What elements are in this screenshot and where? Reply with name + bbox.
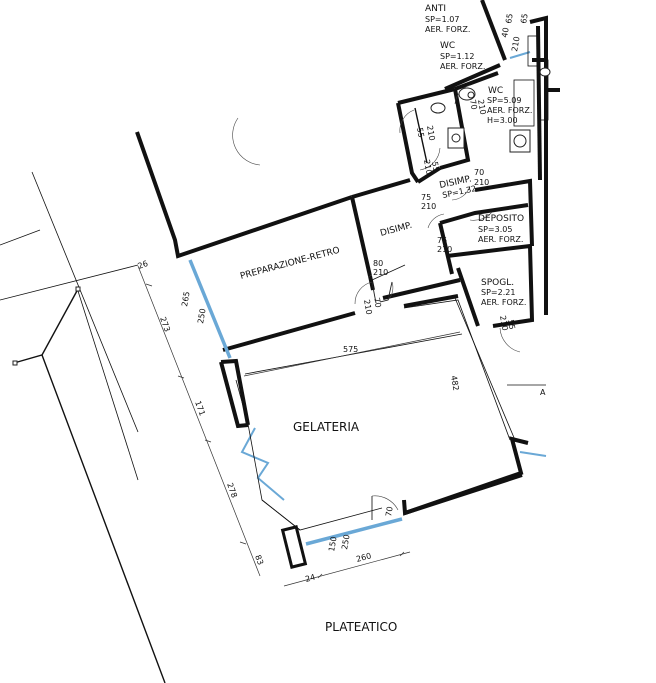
room-name: SPOGL. [481,278,514,288]
dim-label: 210 [510,36,522,53]
dim-label: 210 [422,159,434,176]
room-area: SP=1.07 [425,15,459,24]
dim-label: 210 [373,268,388,277]
dim-label: 278 [225,482,239,499]
room-label-deposito: DEPOSITO SP=3.05 AER. FORZ. [478,214,524,244]
room-height: H=3.00 [487,116,518,125]
dim-label: 250 [340,534,352,551]
dim-label: 260 [355,551,372,564]
dim-label: 171 [193,400,207,417]
dim-label: 24 [304,573,316,584]
dim-label: 80 [373,259,383,268]
room-label-wc-2: WC SP=5.09 AER. FORZ. H=3.00 [487,86,532,125]
section-marker: A [540,388,546,397]
dim-label: 40 [500,27,511,39]
dim-label: 273 [158,316,172,333]
room-label-preparazione: PREPARAZIONE-RETRO [239,246,341,282]
building-walls [135,0,560,569]
dim-label: 265 [180,291,192,308]
room-ventilation: AER. FORZ. [425,25,470,34]
dim-label: 70 [474,168,484,177]
room-label-wc-1: WC SP=1.12 AER. FORZ. [440,41,485,71]
dim-label: 210 [421,202,436,211]
dim-label: 65 [519,13,530,25]
room-label-spogl: SPOGL. SP=2.21 AER. FORZ. [481,278,526,307]
room-ventilation: AER. FORZ. [440,62,485,71]
dim-label: 210 [425,125,437,142]
room-ventilation: AER. FORZ. [487,106,532,115]
room-label-anti: ANTI SP=1.07 AER. FORZ. [425,4,470,34]
dimension-labels: 575 482 265 250 273 171 278 83 26 24 260… [137,13,530,584]
room-label-disimp-2: DISIMP. SP=1.32 [439,174,478,200]
dim-label: 55 [430,161,441,173]
room-name: DEPOSITO [478,214,524,224]
dim-label: 70 [384,506,395,518]
dim-label: 210 [362,299,374,316]
doors [232,84,521,520]
glazing [188,51,547,546]
dim-label: 210 [498,315,510,332]
dim-label: 65 [504,13,515,25]
dim-label: 210 [476,99,488,116]
dim-label: 250 [196,308,208,325]
sanitary-fixtures [430,35,551,153]
dim-label: 26 [137,259,150,271]
dimension-lines [137,265,461,587]
dim-label: 55 [415,127,426,139]
room-area: SP=5.09 [487,96,521,105]
boundary-marker [75,286,81,292]
room-area: SP=2.21 [481,288,515,297]
room-label-plateatico: PLATEATICO [325,620,397,634]
room-ventilation: AER. FORZ. [478,235,523,244]
room-name: ANTI [425,4,446,14]
room-label-disimp: DISIMP. [379,221,413,239]
room-area: SP=1.12 [440,52,474,61]
dim-label: 575 [343,345,358,354]
dim-label: 70 [372,297,383,309]
dim-label: 55 [506,319,517,331]
boundary-marker [12,360,18,366]
room-name: WC [488,86,503,96]
room-area: SP=3.05 [478,225,512,234]
dim-label: 83 [253,554,265,567]
dim-label: 70 [468,99,479,111]
room-label-gelateria: GELATERIA [293,420,360,434]
dim-label: 210 [437,245,452,254]
dim-label: 150 [327,536,339,553]
toilet-icon [430,102,446,114]
site-boundary [0,171,166,683]
dim-label: 75 [437,236,447,245]
dim-label: 75 [421,193,431,202]
dim-label: 210 [474,178,489,187]
room-name: WC [440,41,455,51]
dim-label: 482 [449,375,461,392]
room-ventilation: AER. FORZ. [481,298,526,307]
